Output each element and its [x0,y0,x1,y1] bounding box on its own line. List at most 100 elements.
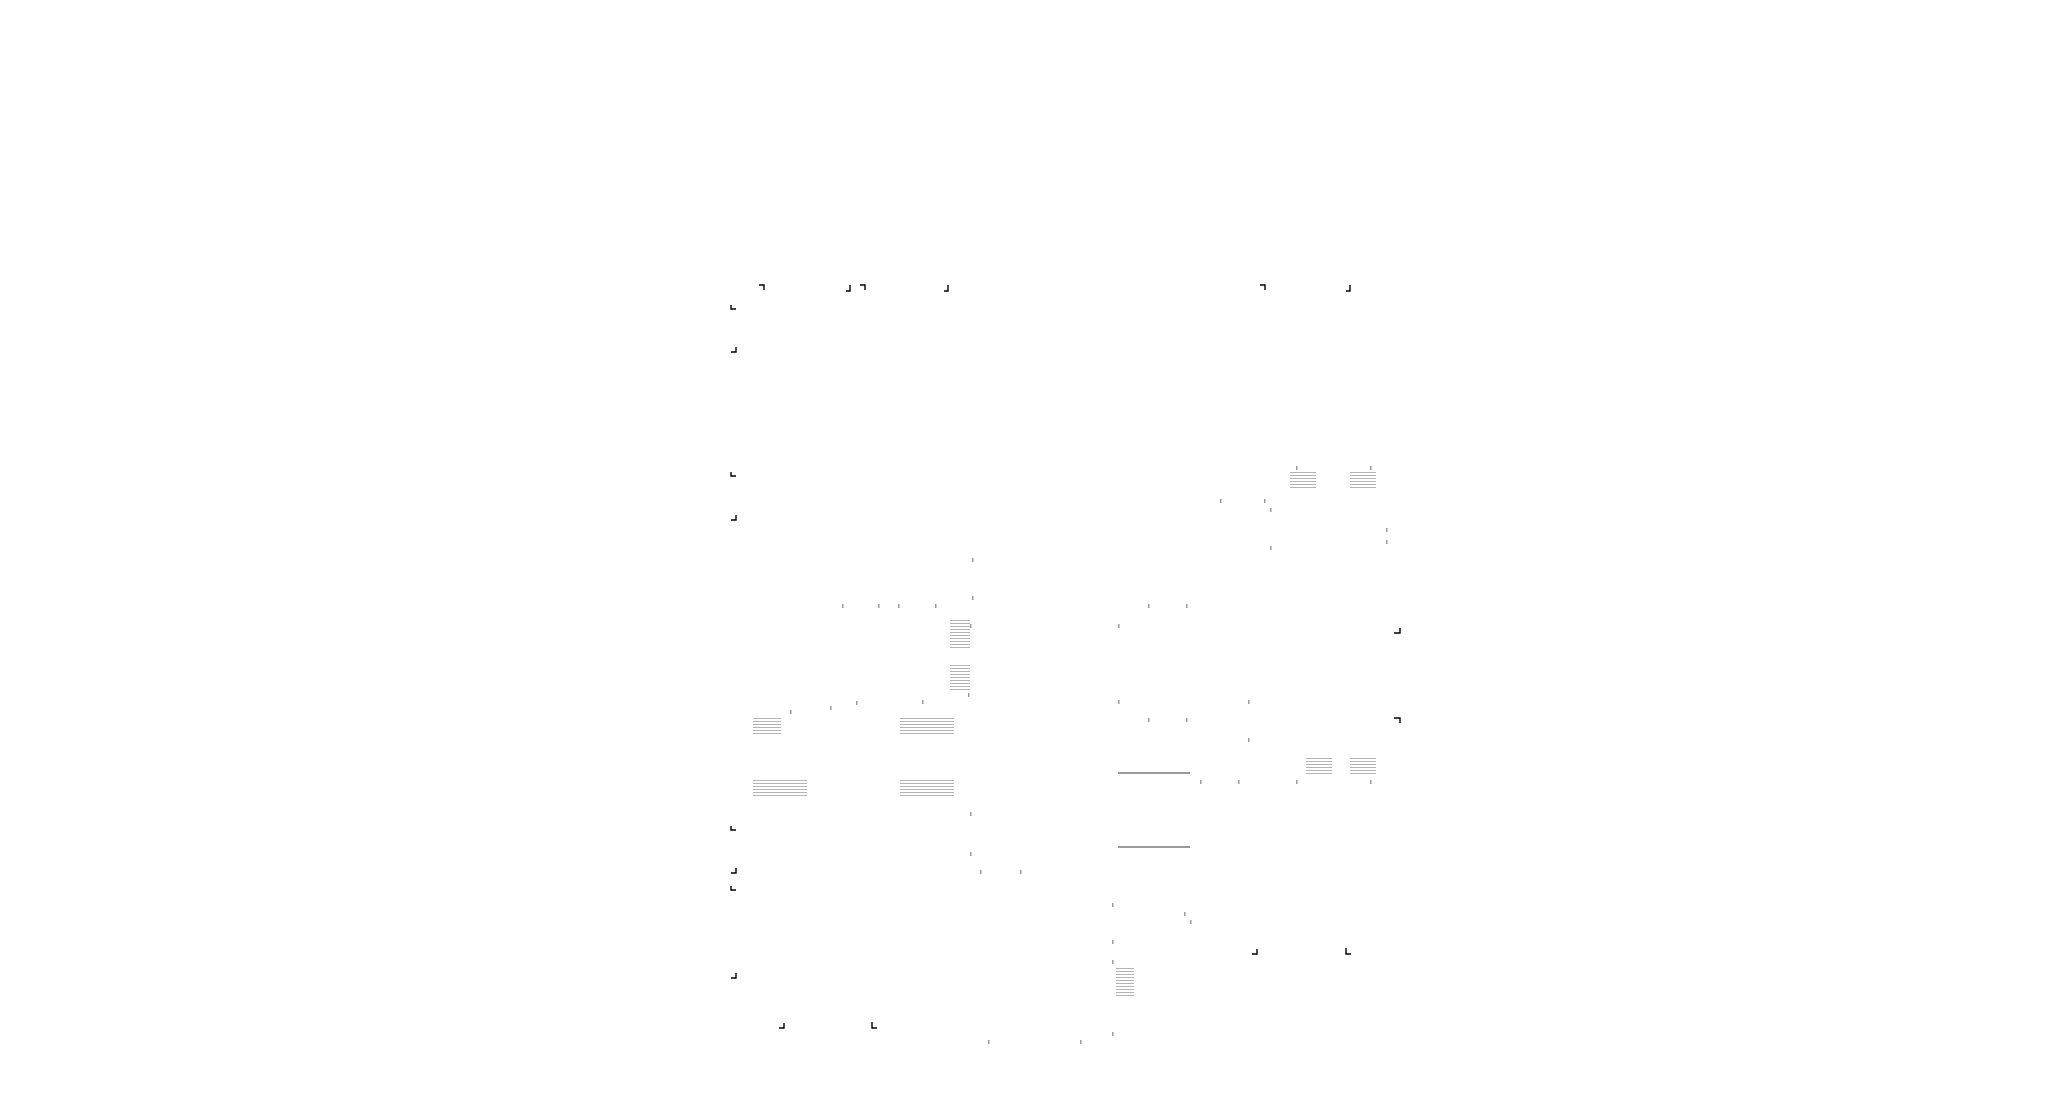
text-block-group [753,472,1376,996]
micro-text-line [950,644,970,645]
micro-text-line [950,671,970,672]
micro-text-line [753,721,781,722]
micro-text-line [950,626,970,627]
corner-mark [730,305,736,310]
corner-mark [860,284,866,290]
micro-text-line [1290,475,1316,476]
corner-mark-group [730,284,1401,1029]
micro-text-line [900,780,954,781]
micro-text-line [753,727,781,728]
micro-text-line [1116,968,1134,969]
corner-mark [1346,285,1351,292]
tick-mark [1112,1032,1114,1036]
tick-mark [1264,499,1266,503]
corner-mark [871,1022,877,1029]
micro-text-line [900,733,954,734]
tick-mark [1118,624,1120,628]
micro-text-line [1350,472,1376,473]
tick-mark [1020,870,1022,874]
tick-mark [1386,528,1388,532]
micro-text-line [1116,986,1134,987]
micro-text-line [1116,995,1134,996]
corner-mark [759,284,765,290]
micro-text-line [950,635,970,636]
tick-mark [1386,540,1388,544]
tick-mark [1186,718,1188,722]
micro-text-line [950,680,970,681]
corner-mark [730,826,736,831]
micro-text-line [1306,767,1332,768]
micro-text-line [1116,974,1134,975]
rule-group [1118,772,1190,848]
corner-mark [731,973,737,979]
micro-text-line [900,783,954,784]
micro-text-line [1306,761,1332,762]
corner-mark [1394,717,1401,723]
tick-mark [1148,604,1150,608]
micro-text-line [1306,770,1332,771]
corner-mark [779,1023,785,1029]
micro-text-line [1350,767,1376,768]
tick-mark [1370,780,1372,784]
micro-text-line [950,683,970,684]
tick-mark [1200,780,1202,784]
micro-text-line [753,795,807,796]
tick-mark [970,624,972,628]
micro-text-line [1116,977,1134,978]
corner-mark [1252,949,1258,955]
tick-mark [970,852,972,856]
micro-text-line [950,623,970,624]
tick-mark [970,812,972,816]
tick-mark [830,706,832,710]
micro-text-line [753,789,807,790]
corner-mark [731,868,737,874]
micro-text-line [950,632,970,633]
micro-text-line [1290,478,1316,479]
micro-text-line [900,795,954,796]
micro-text-line [753,733,781,734]
micro-text-line [1290,472,1316,473]
micro-text-line [950,647,970,648]
micro-text-line [900,792,954,793]
micro-text-line [950,620,970,621]
tick-mark [1248,738,1250,742]
micro-text-line [950,668,970,669]
micro-text-line [1116,980,1134,981]
micro-text-line [950,665,970,666]
micro-text-line [950,686,970,687]
tick-mark [1248,700,1250,704]
micro-text-line [1306,773,1332,774]
micro-text-line [900,730,954,731]
tick-mark [980,870,982,874]
corner-mark [731,515,737,521]
corner-mark [1394,628,1401,634]
tick-mark [972,596,974,600]
tick-mark [1370,466,1372,470]
tick-mark [1270,508,1272,512]
micro-text-line [1350,758,1376,759]
micro-text-line [900,789,954,790]
micro-text-line [950,638,970,639]
micro-text-line [1116,983,1134,984]
rule-line [1118,846,1190,848]
micro-text-line [753,724,781,725]
micro-text-line [900,721,954,722]
micro-text-line [900,786,954,787]
tick-group [790,466,1388,1044]
micro-text-line [753,783,807,784]
micro-text-line [1350,484,1376,485]
corner-mark [730,886,736,891]
micro-text-line [950,674,970,675]
corner-mark [731,347,737,353]
micro-text-line [950,677,970,678]
tick-mark [1270,546,1272,550]
tick-mark [1238,780,1240,784]
tick-mark [1080,1040,1082,1044]
micro-text-line [1350,773,1376,774]
tick-mark [1296,466,1298,470]
tick-mark [1186,604,1188,608]
micro-text-line [753,792,807,793]
micro-text-line [753,786,807,787]
